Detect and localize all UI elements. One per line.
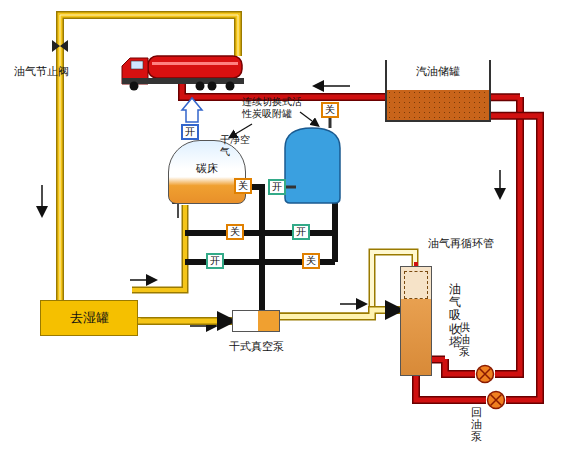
node-label: 关 xyxy=(229,226,241,238)
node-label: 关 xyxy=(324,104,336,116)
node-label: 回油泵 xyxy=(471,407,482,443)
annotation-label: 连续切换式活性炭吸附罐 xyxy=(242,96,306,120)
pipe-connector xyxy=(491,116,540,400)
vacuum-pump: 干式真空泵 xyxy=(232,310,280,332)
dehumidifier-box: 去湿罐 xyxy=(40,300,138,336)
storage-tank: 汽油储罐 xyxy=(385,60,491,122)
pipe-connector xyxy=(138,318,232,321)
node-label: 干式真空泵 xyxy=(229,339,284,354)
annotation-label: 油气再循环管 xyxy=(428,236,494,251)
carbon-vessel xyxy=(285,128,340,203)
valve-box: 关 xyxy=(302,253,320,269)
tanker-truck xyxy=(122,56,244,91)
node-label: 开 xyxy=(209,255,221,267)
supply-pump: 供油泵 xyxy=(475,364,495,384)
valve-symbol xyxy=(52,40,68,52)
node-label: 开 xyxy=(184,126,196,138)
pipe-connector xyxy=(416,376,486,400)
node-label: 汽油储罐 xyxy=(387,64,489,79)
return-pump: 回油泵 xyxy=(486,390,506,410)
node-label: 关 xyxy=(305,255,317,267)
pipe-connector xyxy=(491,97,520,374)
valve-box: 开 xyxy=(292,224,310,240)
pump-symbol xyxy=(486,390,506,410)
valve-box: 开 xyxy=(181,124,199,140)
node-label: 供油泵 xyxy=(459,322,470,358)
node-label: 去湿罐 xyxy=(41,301,137,334)
manifold-pipe xyxy=(185,187,335,312)
annotation-label: 油气节止阀 xyxy=(14,64,69,79)
valve-box: 关 xyxy=(234,178,252,194)
valve-box: 关 xyxy=(226,224,244,240)
pipe-connector xyxy=(280,310,400,317)
pump-symbol xyxy=(475,364,495,384)
node-label: 碳床 xyxy=(169,161,245,176)
absorption-tower: 油气吸收塔 xyxy=(400,266,432,376)
packing-section xyxy=(404,271,428,299)
gasoline-fill xyxy=(387,90,489,120)
carbon-vessel: 碳床 xyxy=(168,140,246,204)
node-label: 关 xyxy=(237,180,249,192)
air-arrow xyxy=(182,98,202,122)
node-label: 开 xyxy=(271,181,283,193)
valve-box: 开 xyxy=(268,179,286,195)
node-label: 开 xyxy=(295,226,307,238)
valve-box: 关 xyxy=(321,102,339,118)
annotation-label: 干净空气 xyxy=(220,134,254,158)
pipe-connector xyxy=(432,359,475,374)
valve-box: 开 xyxy=(206,253,224,269)
